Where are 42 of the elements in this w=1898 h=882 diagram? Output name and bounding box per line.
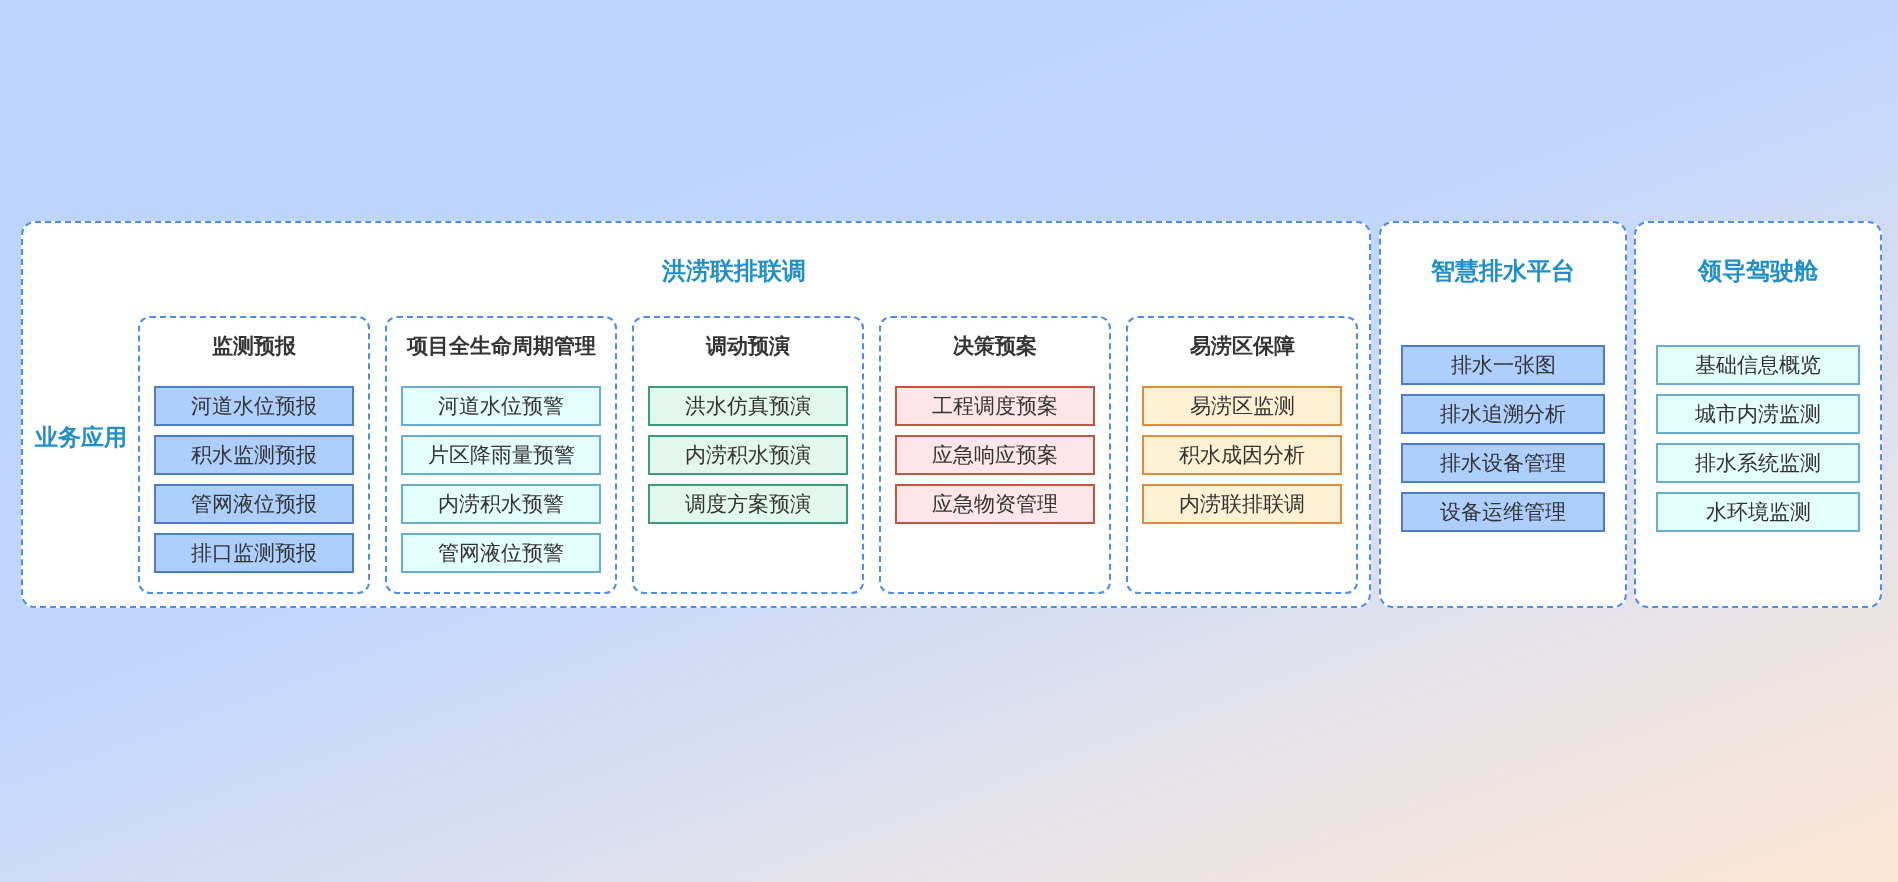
group-panel <box>1634 221 1882 608</box>
subgroup-panel <box>632 316 864 594</box>
function-item: 排水一张图 <box>1401 345 1605 385</box>
function-item: 内涝积水预警 <box>401 484 601 524</box>
group-title: 洪涝联排联调 <box>662 256 806 286</box>
function-item: 排水设备管理 <box>1401 443 1605 483</box>
function-item: 片区降雨量预警 <box>401 435 601 475</box>
subgroup-panel <box>879 316 1111 594</box>
function-item: 工程调度预案 <box>895 386 1095 426</box>
function-item: 河道水位预报 <box>154 386 354 426</box>
group-heading: 调动预演 <box>706 333 790 359</box>
function-item: 城市内涝监测 <box>1656 394 1860 434</box>
function-item: 积水监测预报 <box>154 435 354 475</box>
function-item: 排水系统监测 <box>1656 443 1860 483</box>
group-panel <box>1379 221 1627 608</box>
function-item: 排口监测预报 <box>154 533 354 573</box>
function-item: 基础信息概览 <box>1656 345 1860 385</box>
group-panel <box>21 221 1371 608</box>
subgroup-panel <box>385 316 617 594</box>
function-item: 水环境监测 <box>1656 492 1860 532</box>
function-item: 管网液位预报 <box>154 484 354 524</box>
function-item: 应急物资管理 <box>895 484 1095 524</box>
group-heading: 决策预案 <box>953 333 1037 359</box>
group-heading: 项目全生命周期管理 <box>406 333 596 359</box>
function-item: 易涝区监测 <box>1142 386 1342 426</box>
function-item: 河道水位预警 <box>401 386 601 426</box>
function-item: 排水追溯分析 <box>1401 394 1605 434</box>
function-item: 应急响应预案 <box>895 435 1095 475</box>
function-item: 洪水仿真预演 <box>648 386 848 426</box>
function-item: 管网液位预警 <box>401 533 601 573</box>
function-item: 内涝联排联调 <box>1142 484 1342 524</box>
group-title: 智慧排水平台 <box>1431 256 1575 286</box>
subgroup-panel <box>1126 316 1358 594</box>
function-item: 调度方案预演 <box>648 484 848 524</box>
group-heading: 易涝区保障 <box>1189 333 1295 359</box>
function-item: 设备运维管理 <box>1401 492 1605 532</box>
group-heading: 监测预报 <box>212 333 296 359</box>
function-item: 积水成因分析 <box>1142 435 1342 475</box>
section-label: 业务应用 <box>35 423 127 451</box>
group-title: 领导驾驶舱 <box>1698 256 1818 286</box>
subgroup-panel <box>138 316 370 594</box>
function-item: 内涝积水预演 <box>648 435 848 475</box>
